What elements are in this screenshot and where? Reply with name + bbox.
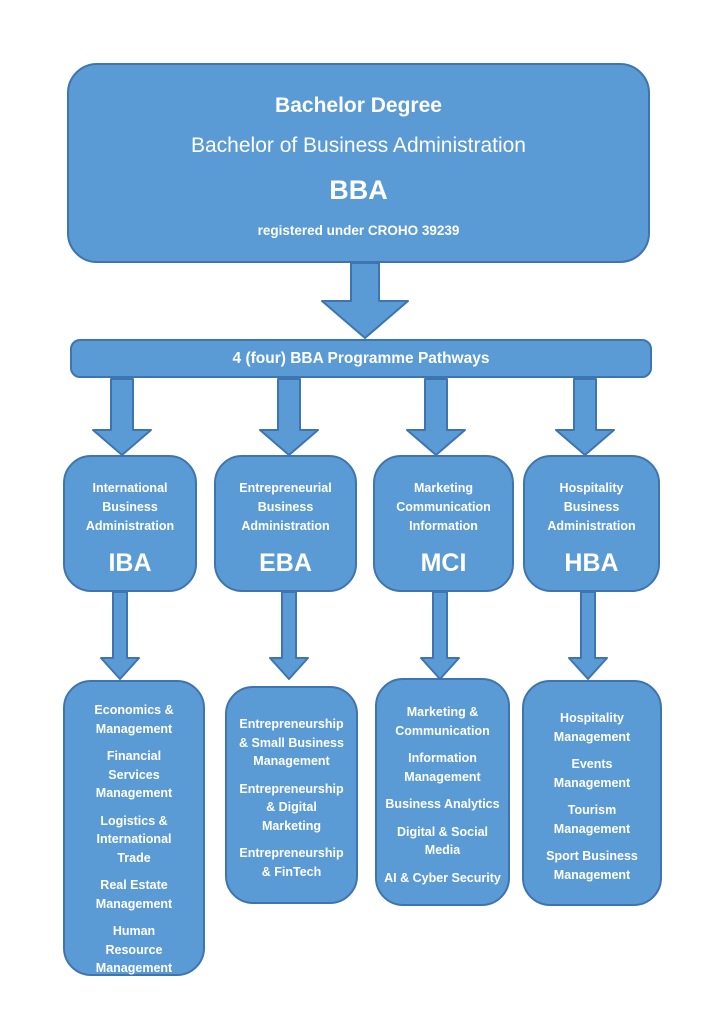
degree-title: Bachelor Degree bbox=[275, 94, 442, 117]
spec-arrow-hba-icon bbox=[568, 591, 608, 680]
specialisation-item: AI & Cyber Security bbox=[384, 870, 501, 885]
degree-registration-note: registered under CROHO 39239 bbox=[257, 223, 460, 238]
specialisation-item: Sport Business Management bbox=[546, 849, 638, 882]
specialisation-item: Financial Services Management bbox=[95, 749, 173, 800]
specialisation-item: Information Management bbox=[404, 751, 481, 784]
specialisation-item: Real Estate Management bbox=[95, 878, 173, 911]
pathway-name-eba: Entrepreneurial Business Administration bbox=[239, 481, 332, 533]
main-down-arrow-icon bbox=[321, 262, 409, 339]
degree-acronym: BBA bbox=[329, 175, 388, 205]
specialisation-item: Events Management bbox=[553, 757, 631, 790]
specialisation-item: Entrepreneurship & Small Business Manage… bbox=[239, 717, 344, 768]
specialisations-box-eba: Entrepreneurship & Small Business Manage… bbox=[225, 686, 358, 904]
specialisation-item: Hospitality Management bbox=[553, 711, 631, 744]
specialisation-item: Entrepreneurship & Digital Marketing bbox=[239, 781, 344, 833]
down-arrow-iba-icon bbox=[92, 378, 152, 456]
specialisations-box-hba: Hospitality Management Events Management… bbox=[522, 680, 662, 906]
specialisations-box-iba: Economics & Management Financial Service… bbox=[63, 680, 205, 976]
specialisation-item: Logistics & International Trade bbox=[96, 813, 172, 865]
pathway-acronym-hba: HBA bbox=[564, 549, 619, 577]
specialisation-item: Economics & Management bbox=[94, 703, 174, 736]
pathway-acronym-mci: MCI bbox=[420, 549, 467, 577]
specialisation-item: Tourism Management bbox=[553, 803, 631, 836]
pathway-name-iba: International Business Administration bbox=[85, 481, 175, 533]
pathways-bar-label: 4 (four) BBA Programme Pathways bbox=[232, 349, 490, 367]
pathways-bar: 4 (four) BBA Programme Pathways bbox=[70, 339, 652, 378]
specialisations-box-mci: Marketing & Communication Information Ma… bbox=[375, 678, 510, 906]
down-arrow-mci-icon bbox=[406, 378, 466, 456]
pathway-name-hba: Hospitality Business Administration bbox=[547, 481, 636, 533]
pathway-box-eba: Entrepreneurial Business Administration … bbox=[214, 455, 357, 592]
specialisation-item: Digital & Social Media bbox=[397, 824, 488, 858]
pathway-box-hba: Hospitality Business Administration HBA bbox=[523, 455, 660, 592]
specialisation-item: Human Resource Management bbox=[95, 924, 173, 975]
spec-arrow-eba-icon bbox=[269, 591, 309, 680]
spec-arrow-mci-icon bbox=[420, 591, 460, 680]
down-arrow-hba-icon bbox=[555, 378, 615, 456]
bachelor-degree-box: Bachelor Degree Bachelor of Business Adm… bbox=[67, 63, 650, 263]
specialisation-item: Marketing & Communication bbox=[395, 705, 490, 738]
pathway-acronym-iba: IBA bbox=[108, 549, 152, 577]
down-arrow-eba-icon bbox=[259, 378, 319, 456]
degree-subtitle: Bachelor of Business Administration bbox=[190, 134, 526, 157]
pathway-name-mci: Marketing Communication Information bbox=[396, 481, 491, 533]
pathway-acronym-eba: EBA bbox=[259, 549, 312, 577]
pathway-box-iba: International Business Administration IB… bbox=[63, 455, 197, 592]
specialisation-item: Entrepreneurship & FinTech bbox=[239, 846, 344, 879]
specialisation-item: Business Analytics bbox=[385, 797, 500, 811]
spec-arrow-iba-icon bbox=[100, 591, 140, 680]
pathway-box-mci: Marketing Communication Information MCI bbox=[373, 455, 514, 592]
